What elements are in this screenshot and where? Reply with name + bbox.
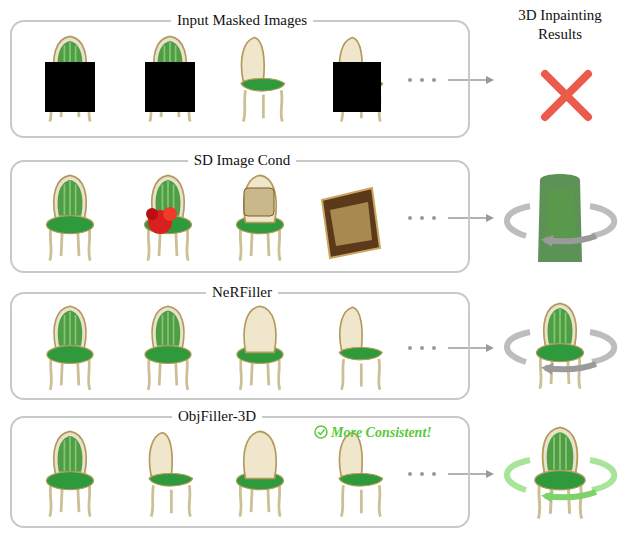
panel-box: SD Image Cond <box>10 160 470 273</box>
panel-box: NeRFiller <box>10 292 470 400</box>
sd-3d-result <box>507 174 614 262</box>
highlight-note: More Consistent! <box>331 424 451 442</box>
panel-heading: NeRFiller <box>206 283 278 301</box>
panel-box: Input Masked Images <box>10 20 470 138</box>
sd-results <box>46 175 380 260</box>
nerfiller-results <box>47 306 382 390</box>
masked-inputs <box>45 36 383 121</box>
column-title: 3D Inpainting Results <box>495 6 625 44</box>
panel-heading: SD Image Cond <box>188 151 297 169</box>
result-arrows <box>448 80 492 474</box>
nerfiller-3d-result <box>507 303 614 388</box>
objfiller-3d-result <box>507 427 614 518</box>
failure-mark <box>545 74 588 117</box>
panel-heading: Input Masked Images <box>171 11 313 29</box>
panel-heading: ObjFiller-3D <box>172 407 262 425</box>
